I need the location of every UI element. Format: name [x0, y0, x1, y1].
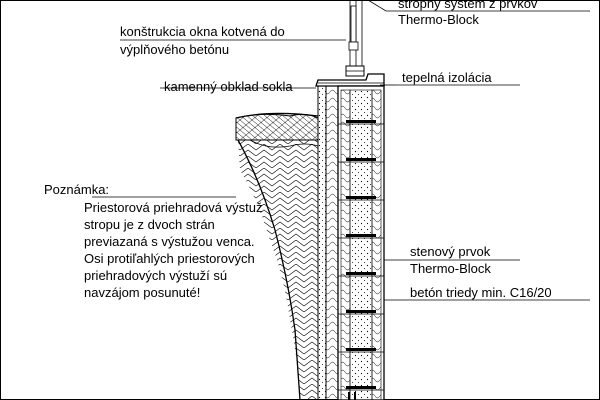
- label-okno-line1: konštrukcia okna kotvená do: [120, 24, 285, 39]
- note-line: previazaná s výstužou venca.: [84, 234, 255, 249]
- window-construction: [345, 0, 365, 77]
- label-kamenny: kamenný obklad sokla: [164, 79, 293, 94]
- label-stenovy-line2: Thermo-Block: [410, 261, 491, 276]
- note-line: Priestorová priehradová výstuž: [84, 200, 262, 215]
- label-beton: betón triedy min. C16/20: [410, 285, 552, 300]
- wall-section: [317, 85, 385, 400]
- note-line: navzájom posunuté!: [84, 285, 200, 300]
- label-stropny-line1: stropný systém z prvkov: [398, 0, 538, 11]
- label-stenovy-line1: stenový prvok: [410, 244, 491, 259]
- label-stropny-line2: Thermo-Block: [398, 12, 479, 27]
- note-title: Poznámka:: [44, 182, 109, 197]
- terrain-soil: [235, 112, 319, 400]
- label-okno-line2: výplňového betónu: [120, 42, 229, 57]
- note-line: stropu je z dvoch strán: [84, 217, 215, 232]
- note-line: priehradových výstuží sú: [84, 268, 227, 283]
- note-line: Osi protiľahlých priestorových: [84, 251, 255, 266]
- note-block: Poznámka: Priestorová priehradová výstuž…: [44, 182, 262, 300]
- label-tepelna: tepelná izolácia: [402, 70, 492, 85]
- leader-lines: [92, 0, 590, 301]
